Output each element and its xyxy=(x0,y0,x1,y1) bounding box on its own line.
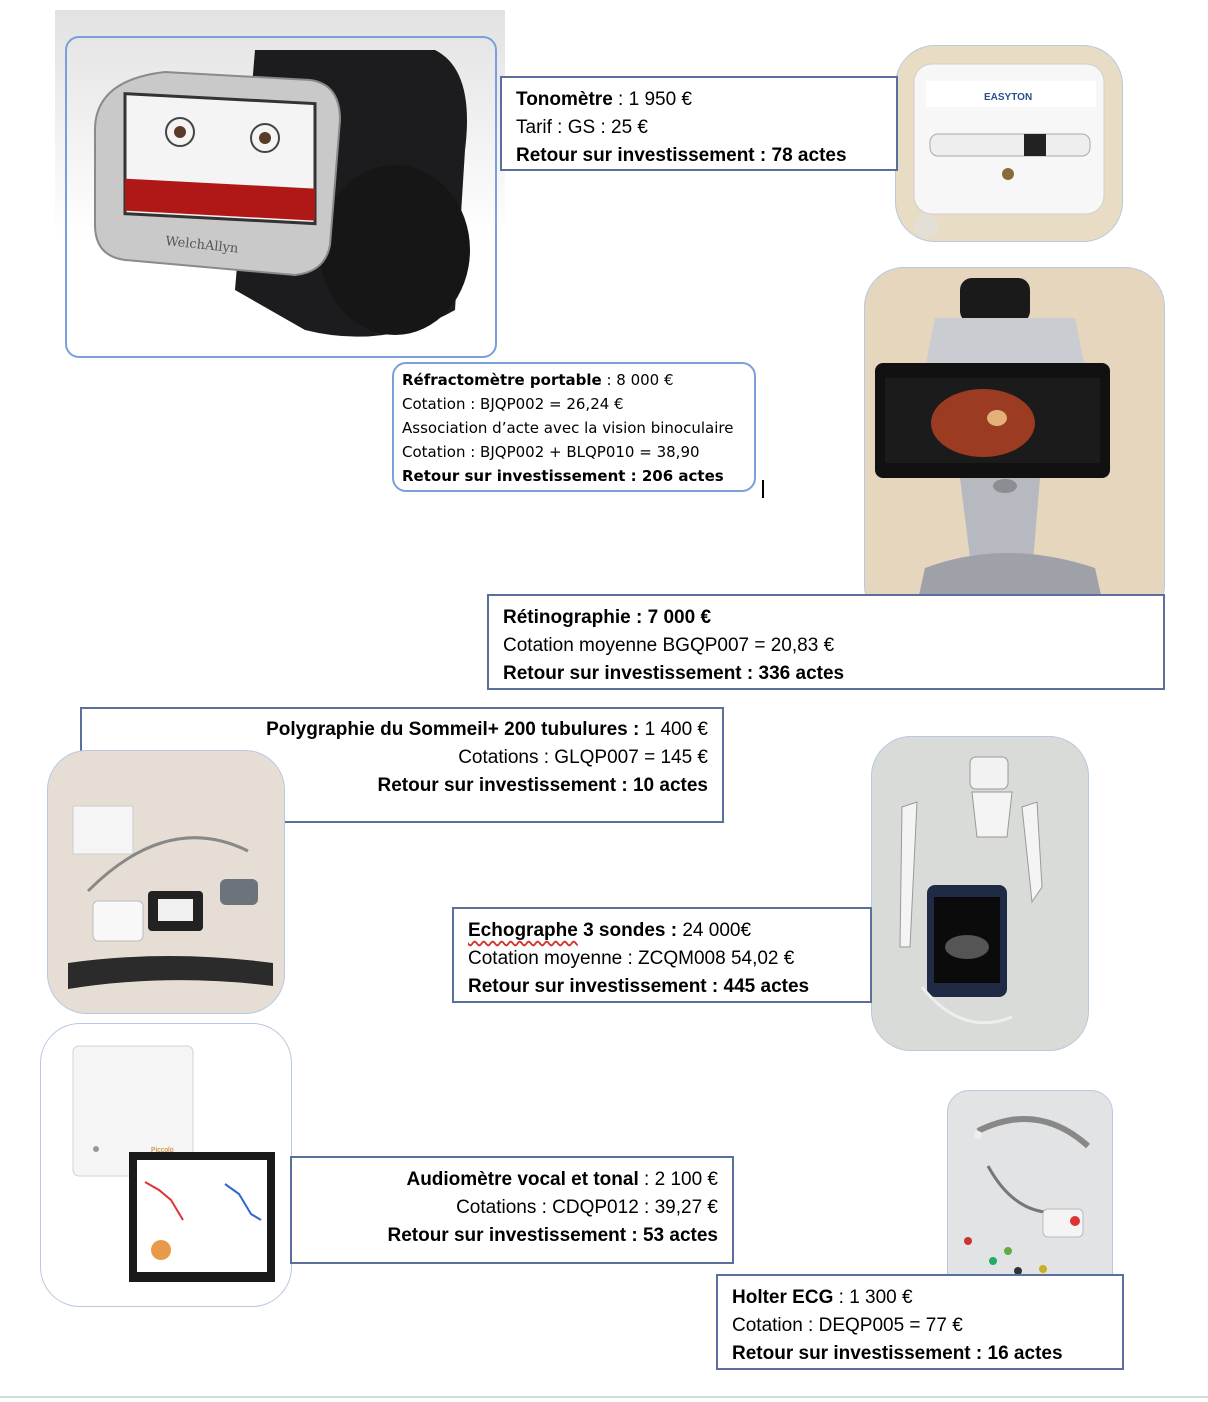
easyton-logo: EASYTON xyxy=(984,92,1032,103)
audiometre-name: Audiomètre vocal et tonal xyxy=(406,1169,639,1190)
refractometre-price-sep: : xyxy=(601,371,617,389)
polygraphie-name: Polygraphie du Sommeil+ 200 tubulures : xyxy=(266,719,640,740)
polygraphie-price: 1 400 € xyxy=(639,719,708,740)
echographe-name-part1: Echographe xyxy=(468,920,578,941)
retinographie-name: Rétinographie : 7 000 € xyxy=(503,607,712,628)
holter-price: 1 300 € xyxy=(849,1287,913,1308)
audiometre-roi: Retour sur investissement : 53 actes xyxy=(387,1225,718,1246)
holter-name: Holter ECG xyxy=(732,1287,834,1308)
holter-info-box: Holter ECG : 1 300 € Cotation : DEQP005 … xyxy=(716,1274,1124,1370)
holter-cotation: Cotation : DEQP005 = 77 € xyxy=(732,1315,963,1336)
echographe-price: 24 000€ xyxy=(677,920,752,941)
echographe-roi: Retour sur investissement : 445 actes xyxy=(468,976,810,997)
tonometre-roi: Retour sur investissement : 78 actes xyxy=(516,145,847,166)
refractometer-photo-frame xyxy=(65,36,497,358)
tonometre-info-box: Tonomètre : 1 950 € Tarif : GS : 25 € Re… xyxy=(500,76,898,171)
tonometre-tarif: Tarif : GS : 25 € xyxy=(516,117,648,138)
refractometre-price: 8 000 € xyxy=(616,371,674,389)
holter-roi: Retour sur investissement : 16 actes xyxy=(732,1343,1063,1364)
tonometre-price-sep: : xyxy=(612,89,629,110)
echographe-name-part2: 3 sondes : xyxy=(577,920,678,941)
refractometer-photo: WelchAllyn xyxy=(55,10,505,362)
refractometre-association: Association d’acte avec la vision binocu… xyxy=(402,419,734,437)
audiometre-price: 2 100 € xyxy=(654,1169,718,1190)
retinographie-roi: Retour sur investissement : 336 actes xyxy=(503,663,845,684)
audiometre-price-sep: : xyxy=(638,1169,655,1190)
ultrasound-photo xyxy=(871,736,1089,1051)
audiometre-cotation: Cotations : CDQP012 : 39,27 € xyxy=(456,1197,718,1218)
polygraphie-roi: Retour sur investissement : 10 actes xyxy=(377,775,708,796)
polygraphie-cotation: Cotations : GLQP007 = 145 € xyxy=(458,747,708,768)
audiometer-photo: Piccolo xyxy=(40,1023,292,1307)
retinograph-photo xyxy=(864,267,1165,625)
tonometre-name: Tonomètre xyxy=(516,89,613,110)
piccolo-logo: Piccolo xyxy=(151,1147,174,1154)
holter-photo xyxy=(947,1090,1113,1300)
refractometre-roi: Retour sur investissement : 206 actes xyxy=(402,467,724,485)
refractometre-name: Réfractomètre portable xyxy=(402,371,602,389)
polygraphy-photo xyxy=(47,750,285,1014)
refractometre-info-box: Réfractomètre portable : 8 000 € Cotatio… xyxy=(392,362,756,492)
tonometre-price: 1 950 € xyxy=(628,89,693,110)
echographe-info-box: Echographe 3 sondes : 24 000€ Cotation m… xyxy=(452,907,872,1003)
audiometre-info-box: Audiomètre vocal et tonal : 2 100 € Cota… xyxy=(290,1156,734,1264)
retinographie-cotation: Cotation moyenne BGQP007 = 20,83 € xyxy=(503,635,835,656)
retinographie-info-box: Rétinographie : 7 000 € Cotation moyenne… xyxy=(487,594,1165,690)
refractometre-cotation-1: Cotation : BJQP002 = 26,24 € xyxy=(402,395,624,413)
text-cursor xyxy=(762,480,764,498)
tonometer-photo: EASYTON xyxy=(895,45,1123,242)
refractometre-cotation-2: Cotation : BJQP002 + BLQP010 = 38,90 xyxy=(402,443,700,461)
page-bottom-divider xyxy=(0,1396,1208,1398)
holter-price-sep: : xyxy=(833,1287,850,1308)
echographe-cotation: Cotation moyenne : ZCQM008 54,02 € xyxy=(468,948,795,969)
